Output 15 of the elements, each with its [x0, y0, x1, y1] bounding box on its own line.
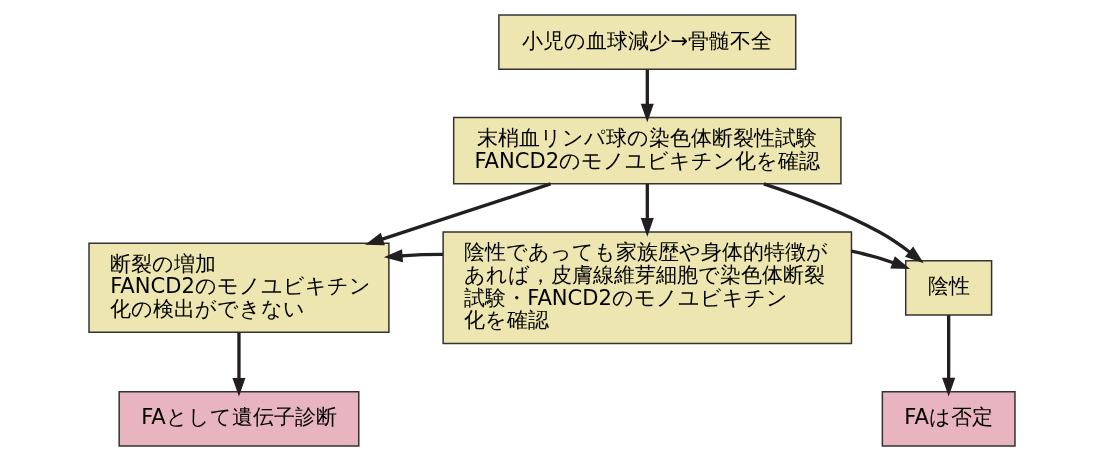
- arrow: [231, 332, 245, 397]
- node-box: 小児の血球減少→骨髄不全: [497, 13, 796, 70]
- node-box: 断裂の増加 FANCD2のモノユビキチン化の検出ができない: [87, 242, 390, 333]
- arrow: [364, 181, 551, 245]
- arrow: [640, 69, 654, 122]
- node-box: FAは否定: [881, 390, 1016, 447]
- arrow: [383, 248, 443, 262]
- arrow: [640, 183, 654, 237]
- node-box: 陰性であっても家族歴や身体的特徴があれば，皮膚線維芽細胞で染色体断裂試験・FANCD2のモノユビキチン化を確認: [441, 230, 852, 344]
- node-box: 陰性: [904, 259, 992, 316]
- node-box: 末梢血リンパ球の染色体断裂性試験 FANCD2のモノユビキチン化を確認: [452, 116, 842, 185]
- arrow: [850, 249, 910, 269]
- node-box: FAとして遺伝子診断: [117, 390, 359, 447]
- arrow: [762, 181, 924, 263]
- arrow: [941, 314, 955, 396]
